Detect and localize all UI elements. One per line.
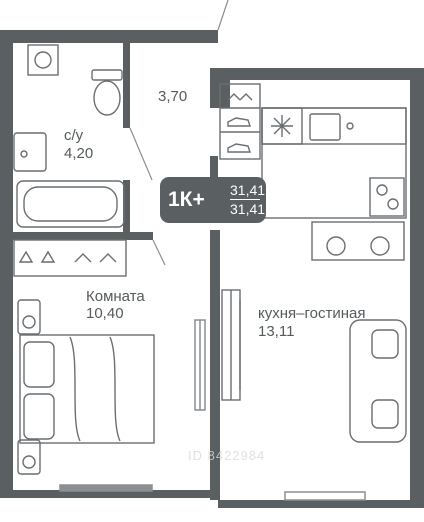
snowflake-icon (271, 115, 293, 137)
door-bedroom (152, 239, 166, 266)
door-entrance (217, 0, 229, 31)
wall-bath-right-lower (123, 180, 130, 232)
stove-icon (369, 177, 405, 217)
watermark: ID 8422984 (188, 448, 266, 463)
area-total: 31,41 (230, 182, 266, 198)
bathroom-area: 4,20 (64, 145, 94, 162)
wall-corridor-lower (210, 156, 218, 182)
chair-icon (370, 236, 390, 256)
apartment-type-badge: 1К+ 31,41 31,41 (160, 177, 266, 223)
toilet-icon (91, 69, 123, 81)
window-bedroom (59, 484, 153, 492)
wall-top-left (0, 30, 218, 43)
corridor-wardrobe (219, 83, 261, 160)
fraction-line (230, 199, 260, 201)
chair-icon (326, 236, 346, 256)
wall-bottom-right (218, 500, 424, 508)
wall-partition (210, 230, 220, 500)
kitchen-sink-icon (309, 113, 341, 141)
shoe-icon (227, 117, 251, 127)
windows (59, 319, 366, 501)
bathtub-icon (16, 180, 125, 228)
walls (0, 30, 424, 508)
corridor-area: 3,70 (158, 88, 188, 105)
sofa-icon (349, 319, 407, 443)
fridge-icon (261, 107, 303, 145)
furniture (13, 44, 407, 475)
window-kitchen (284, 491, 366, 501)
apartment-type: 1К+ (168, 188, 205, 211)
wall-right (410, 68, 424, 508)
bed-icon (19, 334, 155, 444)
area-living: 31,41 (230, 201, 266, 217)
kitchen-living-name: кухня–гостиная (258, 305, 366, 322)
shoe-icon (227, 143, 251, 153)
nightstand-icon (17, 439, 41, 475)
wall-bath-right (123, 30, 130, 128)
sink-icon (13, 132, 47, 172)
wall-top-right (228, 68, 424, 80)
wall-bottom-left (0, 490, 220, 498)
kitchen-living-area: 13,11 (258, 323, 295, 340)
wardrobe (13, 239, 127, 277)
bedroom-name: Комната (86, 288, 145, 305)
doors (129, 0, 229, 266)
hanger-icon (18, 250, 56, 263)
dining-counter (311, 221, 405, 261)
door-bathroom (129, 127, 153, 181)
bathroom-name: с/у (64, 127, 84, 144)
hanger-icon (74, 253, 117, 263)
hook-icon (227, 93, 253, 101)
washing-machine-icon (27, 44, 59, 76)
wall-left (0, 30, 13, 497)
nightstand-icon (17, 299, 41, 335)
bedroom-area: 10,40 (86, 305, 124, 322)
wall-bath-bottom (13, 232, 153, 240)
